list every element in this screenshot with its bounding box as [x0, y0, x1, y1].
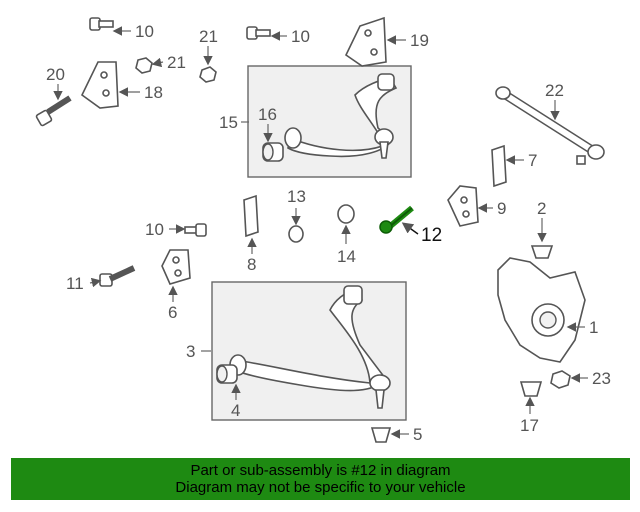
callout-5: 5	[413, 425, 422, 444]
callout-11: 11	[66, 274, 84, 293]
callout-3: 3	[186, 342, 195, 361]
callout-19: 19	[410, 31, 429, 50]
bracket-19	[344, 16, 387, 67]
cap-2	[530, 245, 554, 259]
callout-20: 20	[46, 65, 65, 84]
knuckle-1	[497, 257, 586, 363]
bracket-18	[80, 61, 119, 109]
callout-10-left: 10	[145, 220, 164, 239]
bolt-10-left	[184, 223, 207, 237]
washer-13	[288, 225, 304, 243]
callout-6: 6	[168, 303, 177, 322]
callout-18: 18	[144, 83, 163, 102]
upper-control-arm	[284, 73, 398, 159]
callout-7: 7	[528, 151, 537, 170]
bolt-12-highlighted	[379, 205, 414, 234]
bolt-10-mid	[246, 26, 271, 40]
banner-line-2: Diagram may not be specific to your vehi…	[175, 479, 466, 496]
fitment-banner: Part or sub-assembly is #12 in diagram D…	[11, 458, 630, 500]
callout-2: 2	[537, 199, 546, 218]
link-22	[495, 86, 605, 165]
lower-arm-frame	[211, 281, 407, 421]
bracket-9	[447, 185, 479, 227]
bushing-4	[216, 364, 238, 384]
callout-16: 16	[258, 105, 277, 124]
nut-23	[550, 370, 571, 389]
parts-diagram: 10 10 21 21 20 18 19 15 16 22 7 9 2 13 8…	[35, 16, 611, 444]
callout-10-mid: 10	[291, 27, 310, 46]
callout-21-top: 21	[199, 27, 218, 46]
callout-10-top: 10	[135, 22, 154, 41]
callout-1: 1	[589, 318, 598, 337]
callout-15: 15	[219, 113, 238, 132]
callout-12-highlighted: 12	[421, 225, 442, 246]
callout-21-left: 21	[167, 53, 186, 72]
bushing-16	[262, 142, 284, 162]
bolt-10-top	[89, 17, 114, 31]
banner-line-1: Part or sub-assembly is #12 in diagram	[190, 462, 451, 479]
callout-13: 13	[287, 187, 306, 206]
callout-4: 4	[231, 401, 240, 420]
callout-17: 17	[520, 416, 539, 435]
shield-7	[491, 144, 507, 188]
lower-control-arm	[229, 285, 391, 409]
shield-8	[243, 194, 259, 238]
callout-14: 14	[337, 247, 356, 266]
leader-lines	[53, 26, 588, 439]
callout-9: 9	[497, 199, 506, 218]
bolt-20	[35, 95, 72, 127]
nut-21-a	[135, 57, 153, 74]
callout-8: 8	[247, 255, 256, 274]
nut-5	[370, 427, 392, 443]
bracket-6	[161, 249, 191, 285]
bushing-14	[337, 204, 355, 224]
nut-21-b	[199, 66, 217, 83]
cap-17	[519, 381, 543, 397]
callout-22: 22	[545, 81, 564, 100]
callout-23: 23	[592, 369, 611, 388]
bolt-11	[99, 265, 136, 287]
